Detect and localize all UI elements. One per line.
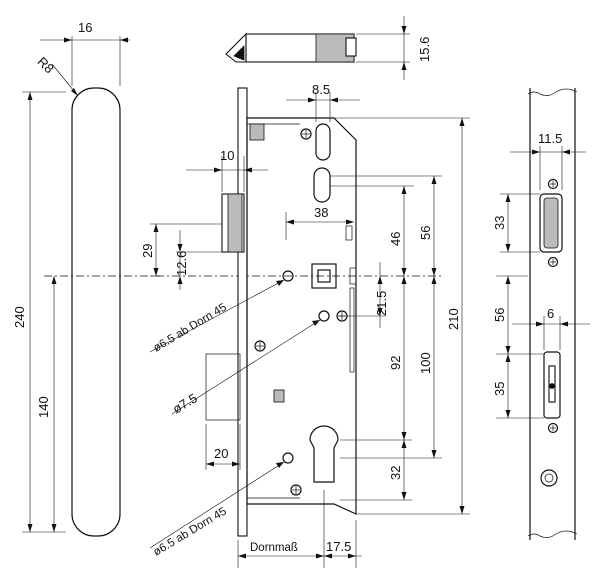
side-round-hole [540,469,558,487]
hole-top [282,270,294,282]
screw-3 [254,340,266,352]
screw-4 [290,484,302,496]
label-hole-bot: ø6.5 ab Dorn 45 [151,505,228,558]
dim-11-5: 11.5 [538,131,562,146]
leader-labels: ø6.5 ab Dorn 45 ø7.5 ø6.5 ab Dorn 45 [149,279,321,559]
dim-46: 46 [388,232,403,246]
dim-210: 210 [446,308,461,330]
deadbolt [205,353,241,421]
dim-92: 92 [388,356,403,370]
dim-140: 140 [36,396,51,418]
hole-bot [282,452,294,464]
dim-56: 56 [418,226,433,240]
screw-1 [300,128,312,140]
cylinder-hole [309,425,339,483]
side-lower-opening [543,351,561,419]
upper-slot [313,167,331,203]
dim-32: 32 [388,466,403,480]
lock-body [205,87,357,537]
dim-16: 16 [78,20,92,35]
dim-12-6: 12.6 [174,251,189,276]
dim-21-5: 21.5 [374,291,389,316]
dim-17-5: 17.5 [326,539,351,554]
label-hole-mid: ø7.5 [170,390,200,416]
follower [311,263,337,289]
dim-38: 38 [314,205,328,220]
faceplate [237,87,248,537]
top-slot [315,123,331,161]
dim-dornmass: Dornmaß [250,542,298,554]
latch-top-view: 15.6 [225,16,432,80]
dim-6: 6 [547,306,554,321]
dim-100: 100 [418,352,433,374]
side-view: 11.5 33 56 6 35 [492,88,590,540]
dim-35: 35 [492,382,507,396]
side-upper-opening [539,193,563,253]
dim-33: 33 [492,216,507,230]
label-hole-top: ø6.5 ab Dorn 45 [151,301,228,354]
dim-8-5: 8.5 [312,82,330,97]
dim-20: 20 [214,446,228,461]
dim-r8: R8 [35,54,57,76]
strike-plate-outline [71,87,121,537]
dim-10: 10 [220,148,234,163]
dim-29: 29 [140,244,155,258]
hole-mid [318,310,330,322]
dim-56-side: 56 [492,308,507,322]
dim-240: 240 [12,306,27,328]
dim-15-6: 15.6 [417,37,432,62]
main-dimensions: 8.5 10 38 29 12.6 46 [140,82,470,568]
strike-plate-front: 16 R8 240 140 [12,20,130,537]
